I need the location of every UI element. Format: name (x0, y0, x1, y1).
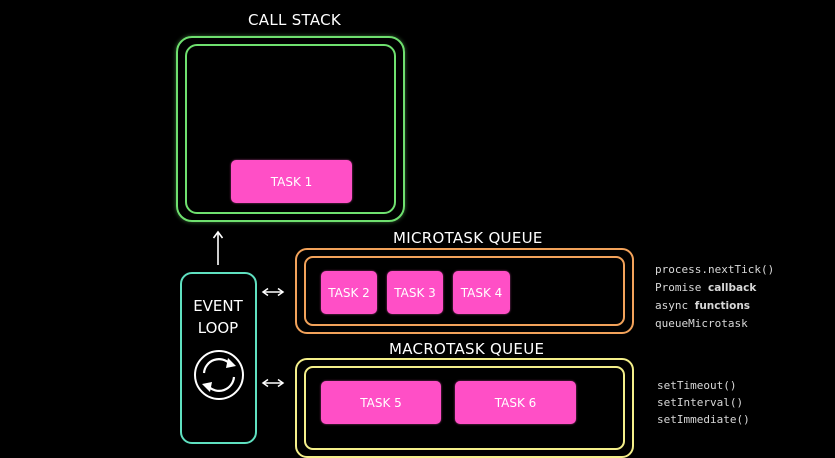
call-stack-inner-frame (185, 44, 396, 214)
microtask-queue-inner-frame (304, 256, 625, 326)
microtask-source-item: queueMicrotask (655, 317, 748, 330)
up-arrow-icon (212, 230, 224, 265)
call-stack-outer-frame (176, 36, 405, 222)
microtask-source-item: async functions (655, 299, 751, 312)
macrotask-source-item: setInterval() (657, 396, 744, 409)
refresh-cycle-icon (194, 350, 244, 400)
microtask-task-3: TASK 3 (387, 271, 443, 314)
macrotask-queue-title: MACROTASK QUEUE (389, 340, 545, 358)
macrotask-source-item: setTimeout() (657, 379, 737, 392)
macrotask-task-6: TASK 6 (455, 381, 576, 424)
call-stack-title: CALL STACK (248, 11, 342, 29)
microtask-sources-list: process.nextTick() Promise callback asyn… (655, 261, 774, 333)
macrotask-sources-list: setTimeout() setInterval() setImmediate(… (657, 377, 750, 428)
microtask-task-4: TASK 4 (453, 271, 510, 314)
microtask-queue-title: MICROTASK QUEUE (393, 229, 543, 247)
microtask-queue-outer-frame (295, 248, 634, 334)
microtask-task-2: TASK 2 (321, 271, 377, 314)
microtask-double-arrow-icon (261, 287, 285, 297)
event-loop-label-line1: EVENT (193, 297, 243, 315)
microtask-source-item: process.nextTick() (655, 263, 775, 276)
macrotask-task-5: TASK 5 (321, 381, 441, 424)
macrotask-double-arrow-icon (261, 378, 285, 388)
macrotask-source-item: setImmediate() (657, 413, 750, 426)
microtask-source-item: Promise callback (655, 281, 757, 294)
event-loop-label-line2: LOOP (197, 319, 239, 337)
call-stack-task-1: TASK 1 (231, 160, 352, 203)
